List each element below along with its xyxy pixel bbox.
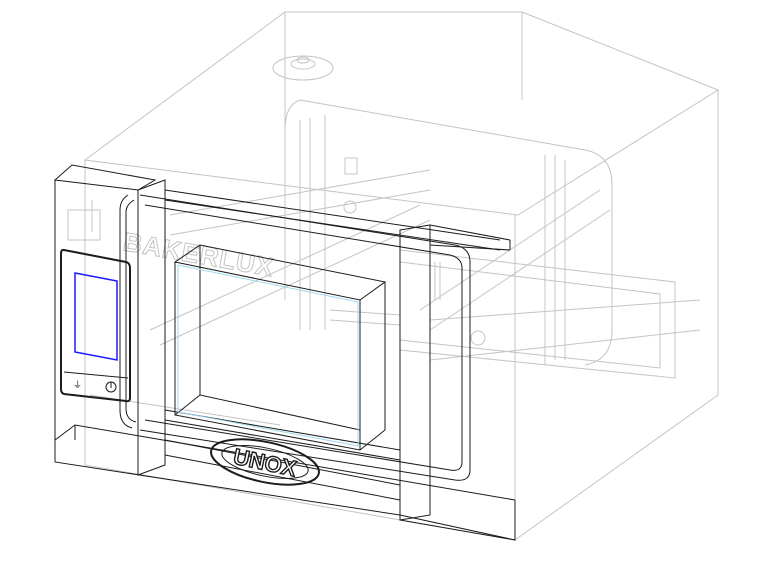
touch-screen (74, 272, 118, 361)
left-column (53, 164, 166, 476)
usb-icon: ⏚ (73, 380, 82, 390)
brand-watermark: BAKERLUX (121, 226, 276, 282)
door-handle (119, 194, 137, 429)
glass-window (173, 244, 387, 451)
top-vent (272, 55, 486, 346)
base-frame (54, 424, 516, 541)
door-frame (139, 189, 501, 501)
right-column (399, 224, 516, 541)
outer-housing (67, 11, 720, 541)
unox-logo: UNOX (210, 438, 320, 486)
